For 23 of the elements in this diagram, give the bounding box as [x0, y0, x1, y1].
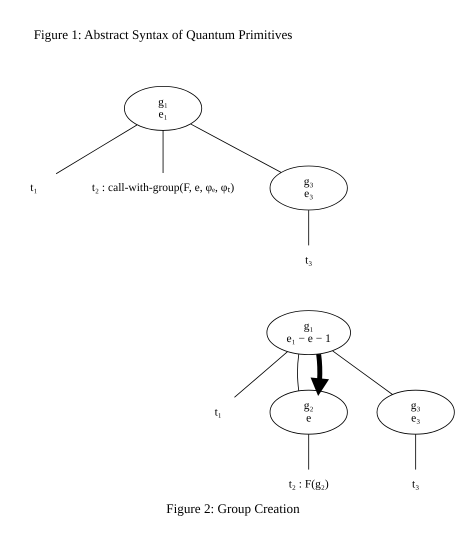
node-text: t₁	[30, 182, 38, 194]
node-ellipse: g₁ e₁	[124, 86, 202, 131]
connector	[162, 130, 164, 174]
connector	[56, 124, 138, 174]
node-text: t₃	[412, 478, 420, 491]
label: Figure 1: Abstract Syntax of Quantum Primitives	[34, 27, 292, 42]
node-text: t₃	[305, 254, 312, 266]
node-ellipse: g₃ e₃	[376, 390, 455, 435]
node-text: t₂ : call-with-group(F, e, φₑ, φₜ)	[92, 182, 234, 194]
connector	[415, 434, 416, 470]
connector	[308, 434, 310, 470]
connector	[332, 350, 393, 395]
node-ellipse: g₃ e₃	[270, 166, 348, 210]
connector	[234, 351, 288, 398]
caption: Figure 2: Group Creation	[166, 501, 300, 516]
node-text: t₂ : F(g₂)	[288, 478, 329, 491]
arrow	[310, 354, 330, 396]
connector	[190, 124, 282, 173]
connector	[308, 210, 310, 246]
node-text: t₁	[214, 406, 222, 418]
node-ellipse: g₂ e	[270, 390, 348, 435]
connector	[297, 354, 300, 392]
node-ellipse: g₁ e₁ − e − 1	[266, 310, 351, 356]
